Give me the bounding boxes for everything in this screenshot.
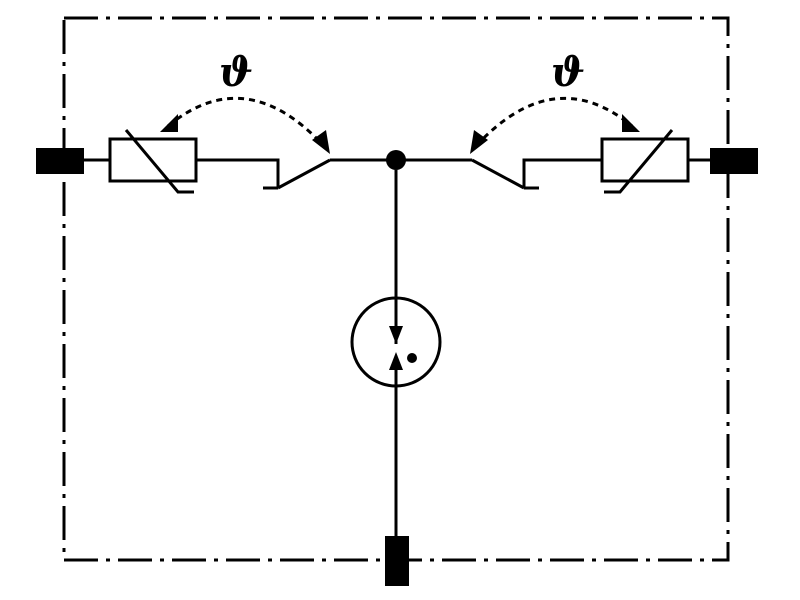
junction-node (386, 150, 406, 170)
thermal-coupling-arrow-left (167, 96, 326, 148)
thermal-coupling-arrowhead-left-start (160, 114, 178, 132)
terminal-right (710, 148, 758, 174)
thermal-coupling-arrowhead-right-start (470, 130, 488, 154)
central-device (350, 296, 442, 388)
device-dot (407, 353, 417, 363)
up-arrowhead (389, 352, 403, 370)
thermal-switch-left (196, 158, 331, 190)
theta-label-left: ϑ (219, 49, 253, 96)
thermal-coupling-arrowhead-left-end (312, 130, 330, 154)
thermal-coupling-arrowhead-right-end (622, 114, 640, 132)
thermal-coupling-arrow-right (474, 96, 633, 148)
thermal-switch-right (471, 158, 602, 190)
thermistor-right (600, 129, 690, 194)
down-arrowhead (389, 326, 403, 344)
terminal-left (36, 148, 84, 174)
theta-label-right: ϑ (551, 49, 585, 96)
thermistor-left (108, 129, 198, 194)
terminal-bottom (385, 536, 409, 586)
